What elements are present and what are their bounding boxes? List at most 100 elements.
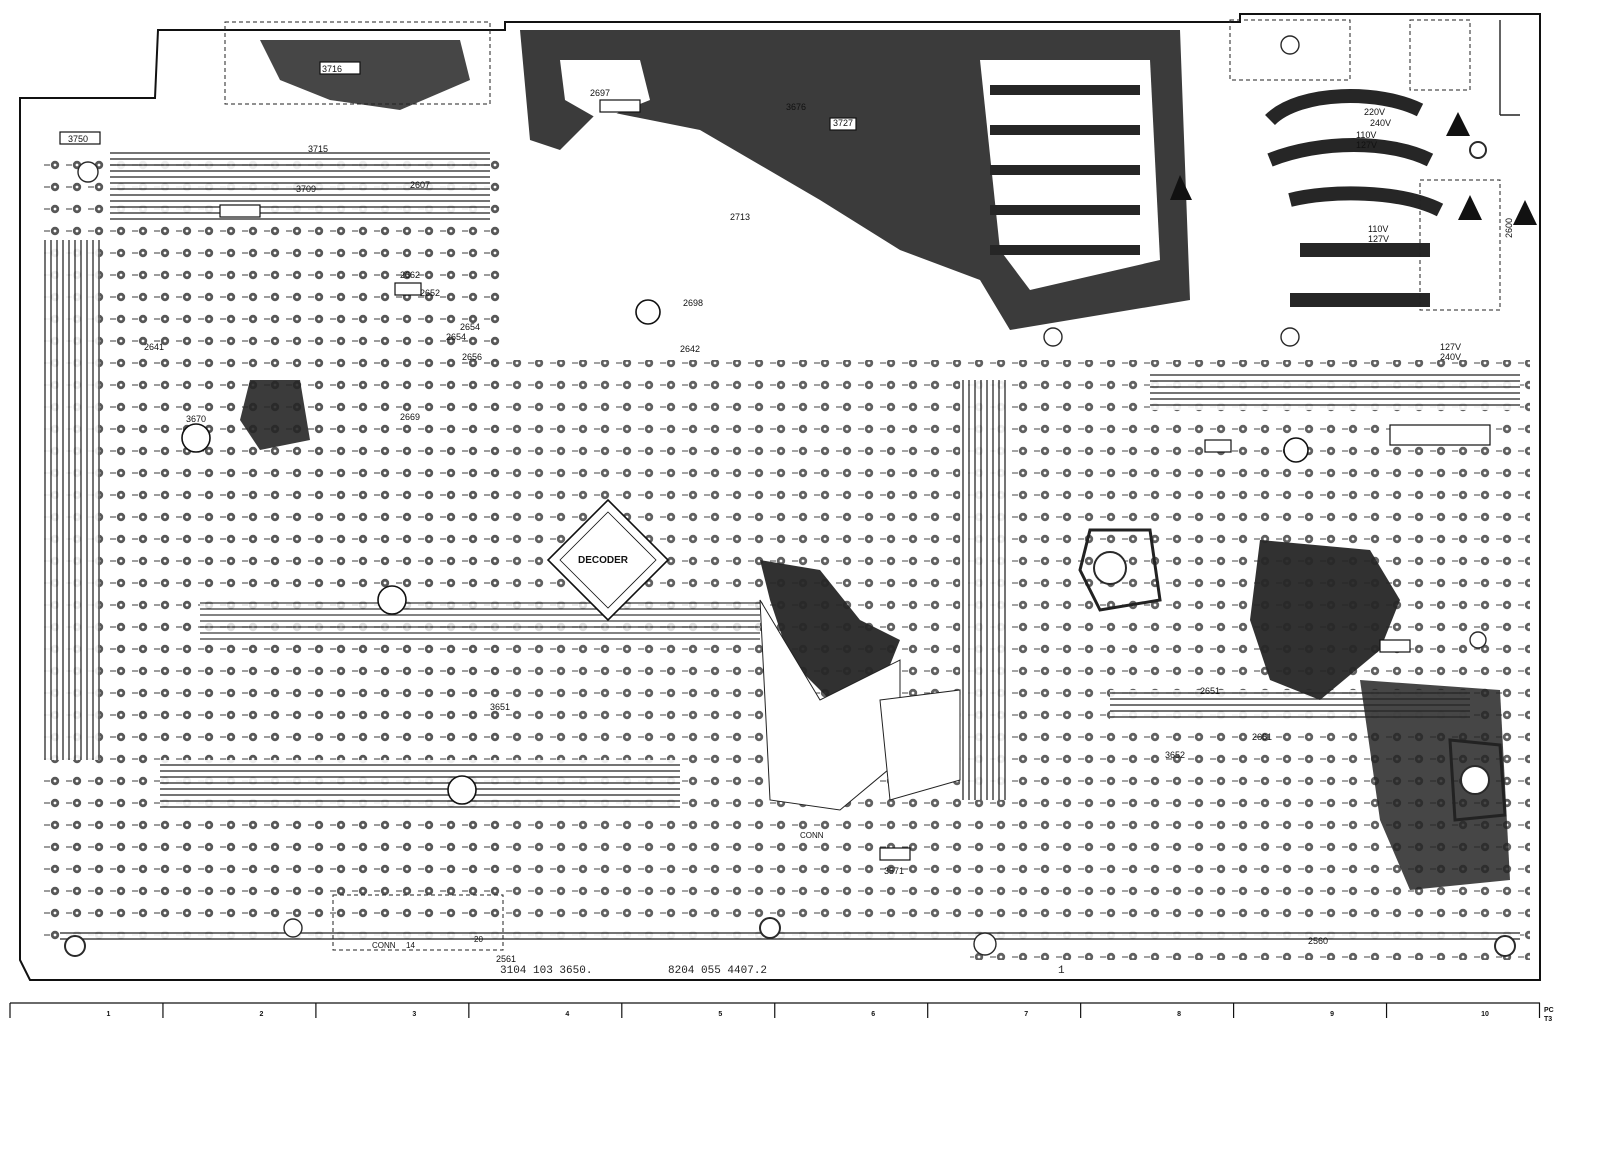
corner-mark: PC — [1544, 1007, 1554, 1014]
component-body — [599, 99, 641, 113]
component-label: 2652 — [420, 288, 440, 298]
component-label: 2661 — [1252, 732, 1272, 742]
decoder-ic-inner — [559, 511, 657, 609]
board-void-right — [879, 689, 961, 801]
mounting-hole-2 — [1280, 35, 1300, 55]
transistor-outline — [1283, 437, 1309, 463]
transistor-outline — [635, 299, 661, 325]
component-label: 2654 — [446, 332, 466, 342]
trace-bundle-lower-left — [160, 760, 680, 810]
component-label: 2607 — [410, 180, 430, 190]
component-label: 3716 — [322, 64, 342, 74]
voltage-label: 127V — [1368, 234, 1389, 244]
scale-ruler-label: 3 — [412, 1011, 416, 1018]
component-label: 3676 — [786, 102, 806, 112]
connector-frame-right-top — [1229, 19, 1351, 81]
mounting-hole-1 — [77, 161, 99, 183]
mounting-hole-7 — [64, 935, 86, 957]
component-body — [59, 131, 101, 145]
component-label: 2651 — [1200, 686, 1220, 696]
mounting-hole-10 — [973, 932, 997, 956]
component-label: 2697 — [590, 88, 610, 98]
voltage-label: 110V — [1368, 224, 1388, 234]
mounting-hole-9 — [759, 917, 781, 939]
voltage-label: 127V — [1356, 140, 1377, 150]
component-body — [879, 847, 911, 861]
scale-ruler-label: 6 — [871, 1011, 875, 1018]
connector-frame-top — [224, 21, 491, 105]
component-label: 3571 — [884, 866, 904, 876]
component-body — [394, 282, 422, 296]
copper-right-blob — [1250, 540, 1400, 700]
component-label: 3670 — [186, 414, 206, 424]
scale-ruler-ticks — [9, 1003, 1541, 1018]
voltage-label: 127V — [1440, 342, 1461, 352]
scale-ruler-label: 4 — [565, 1011, 569, 1018]
mounting-hole-3 — [1043, 327, 1063, 347]
mounting-hole-4 — [1280, 327, 1300, 347]
component-body — [1389, 424, 1491, 446]
component-body — [1379, 639, 1411, 653]
voltage-label: 220V — [1364, 107, 1385, 117]
trace-bundle-topleft — [110, 150, 490, 220]
copper-top-right-lines — [990, 85, 1140, 255]
component-label: 3652 — [1165, 750, 1185, 760]
component-label: 3750 — [68, 134, 88, 144]
voltage-label: 240V — [1370, 118, 1391, 128]
isolation-ring-right — [1448, 738, 1507, 822]
pad-field-left — [40, 150, 500, 950]
copper-left-block — [240, 380, 310, 450]
component-label: 3715 — [308, 144, 328, 154]
transistor-outline — [181, 423, 211, 453]
decoder-label: DECODER — [578, 555, 629, 566]
connector-pin-label: 20 — [474, 935, 483, 944]
component-label: 3727 — [833, 118, 853, 128]
fuse-label: 2600 — [1504, 218, 1514, 238]
component-label: 2561 — [496, 954, 516, 964]
connector-pin-label: 14 — [406, 941, 415, 950]
copper-top-left — [260, 40, 470, 110]
voltage-label: 110V — [1356, 130, 1376, 140]
board-code-left: 3104 103 3650. — [500, 965, 592, 977]
component-body — [319, 61, 361, 75]
trace-bundle-bottom — [60, 930, 1520, 944]
component-label: 3709 — [296, 184, 316, 194]
component-label: 2560 — [1308, 936, 1328, 946]
component-body — [829, 117, 857, 131]
scale-ruler-label: 2 — [259, 1011, 263, 1018]
mounting-hole-6 — [283, 918, 303, 938]
trace-bundle-middle — [200, 600, 760, 640]
component-label: 2656 — [462, 352, 482, 362]
scale-ruler-label: 1 — [107, 1011, 111, 1018]
component-body — [1204, 439, 1232, 453]
component-label: 2654 — [460, 322, 480, 332]
transistor-outline — [377, 585, 407, 615]
copper-right-lower — [1360, 680, 1510, 890]
warning-triangle-1 — [1446, 112, 1470, 136]
corner-mark-2: T3 — [1544, 1016, 1552, 1023]
sheet-number: 1 — [1058, 965, 1065, 977]
scale-ruler-label: 5 — [718, 1011, 722, 1018]
component-label: 2698 — [683, 298, 703, 308]
component-body — [219, 204, 261, 218]
component-label: 3651 — [490, 702, 510, 712]
connector-label: CONN — [800, 831, 824, 840]
trace-bundle-right-vertical — [960, 380, 1010, 800]
component-label: 2713 — [730, 212, 750, 222]
transistor-outline — [447, 775, 477, 805]
component-label: 2641 — [144, 342, 164, 352]
board-code-right: 8204 055 4407.2 — [668, 965, 767, 977]
mounting-hole-5 — [1469, 631, 1487, 649]
component-label: 2642 — [680, 344, 700, 354]
warning-triangle-4 — [1170, 175, 1192, 200]
component-label: 2662 — [400, 270, 420, 280]
scale-ruler-label: 7 — [1024, 1011, 1028, 1018]
mounting-hole-11 — [1093, 551, 1127, 585]
trace-bundle-left-vertical — [40, 240, 100, 760]
warning-triangle-3 — [1513, 200, 1537, 225]
isolation-ring-left — [1078, 528, 1162, 612]
mounting-hole-12 — [1460, 765, 1490, 795]
component-label: 2669 — [400, 412, 420, 422]
